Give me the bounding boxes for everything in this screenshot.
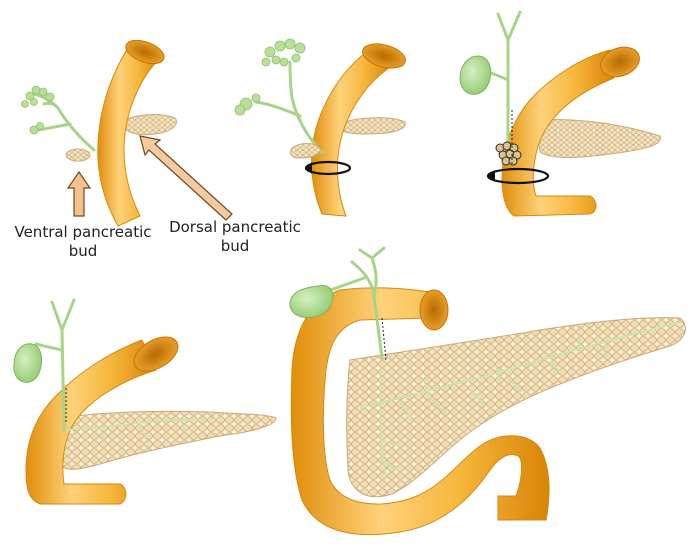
duodenum-lumen <box>419 289 449 331</box>
pancreatic-duct-branches <box>359 321 681 477</box>
duodenum <box>290 287 550 536</box>
duodenum-lumen <box>600 46 640 78</box>
gallbladder <box>289 284 334 319</box>
liver-bud-branches <box>21 85 55 135</box>
gallbladder <box>459 55 492 95</box>
bile-duct <box>482 10 522 162</box>
pancreas <box>346 317 686 498</box>
stage-2 <box>234 38 406 217</box>
stage-1 <box>21 39 233 227</box>
dorsal-pancreatic-bud <box>119 114 177 136</box>
duodenum-lumen <box>133 336 179 372</box>
duodenum-lumen <box>125 39 165 65</box>
pancreatic-duct-branches <box>65 417 221 443</box>
ventral-bud-arrow <box>66 170 92 217</box>
duodenum <box>97 47 161 227</box>
duodenum <box>25 339 157 505</box>
dorsal-bud-arrow <box>139 135 233 221</box>
ventral-pancreas-cluster <box>495 141 522 166</box>
ventral-pancreatic-bud <box>289 143 321 159</box>
duodenum-lumen <box>362 43 406 69</box>
stage-4 <box>13 298 277 505</box>
bile-duct <box>254 60 324 154</box>
stage-3 <box>459 10 661 217</box>
rotation-arrowhead <box>488 170 495 182</box>
ventral-pancreatic-bud <box>65 148 91 162</box>
ventral-pancreatic-bud-label: Ventral pancreatic bud <box>14 223 152 260</box>
rotation-arrowhead <box>306 162 312 174</box>
stage-5 <box>289 246 686 536</box>
duct-dashed <box>381 317 387 361</box>
bile-duct <box>34 298 76 432</box>
duodenum <box>501 49 615 217</box>
pancreas <box>59 410 277 470</box>
dorsal-pancreas <box>535 119 661 158</box>
bile-duct <box>32 92 96 152</box>
liver-bud-branches <box>234 38 306 116</box>
gallbladder <box>13 343 42 383</box>
dorsal-pancreatic-bud-label: Dorsal pancreatic bud <box>169 218 301 255</box>
dorsal-pancreatic-bud <box>337 117 406 135</box>
